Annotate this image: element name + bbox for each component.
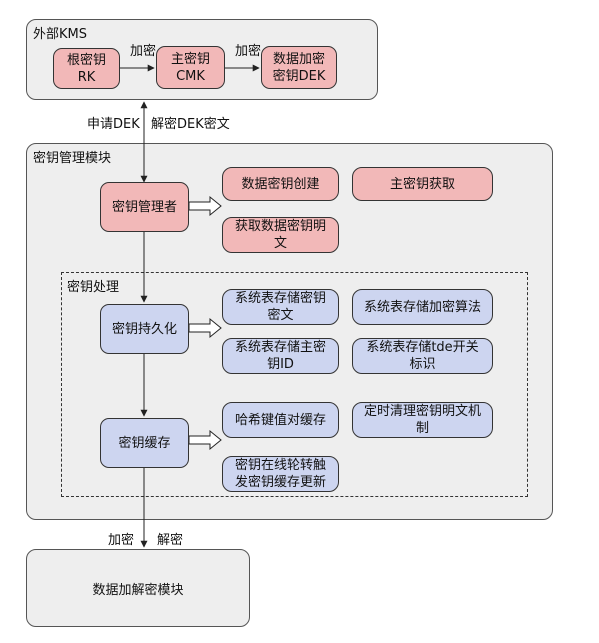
hash-kv-cache-node: 哈希键值对缓存 — [222, 402, 339, 438]
external-kms-title: 外部KMS — [33, 27, 87, 42]
data-crypto-title: 数据加解密模块 — [92, 582, 184, 598]
get-master-key-node: 主密钥获取 — [352, 167, 493, 201]
store-tde-switch-node: 系统表存储tde开关 标识 — [352, 338, 493, 374]
store-master-key-id-node: 系统表存储主密 钥ID — [222, 338, 339, 374]
encrypt-bottom-label: 加密 — [108, 533, 135, 548]
persist-hollow-arrow — [188, 317, 222, 339]
encrypt-label-1: 加密 — [130, 44, 157, 59]
store-encryption-algorithm-node: 系统表存储加密算法 — [352, 289, 493, 325]
create-data-key-node: 数据密钥创建 — [222, 167, 339, 201]
key-cache-node: 密钥缓存 — [100, 418, 189, 468]
get-data-key-plaintext-node: 获取数据密钥明 文 — [222, 217, 339, 253]
manager-hollow-arrow — [188, 195, 222, 217]
decrypt-dek-label: 解密DEK密文 — [151, 117, 230, 132]
data-crypto-panel: 数据加解密模块 — [26, 549, 250, 627]
key-management-title: 密钥管理模块 — [33, 151, 112, 166]
root-key-node: 根密钥RK — [53, 48, 120, 89]
key-processing-title: 密钥处理 — [67, 280, 120, 295]
cache-hollow-arrow — [188, 429, 222, 451]
decrypt-bottom-label: 解密 — [157, 533, 184, 548]
data-key-node: 数据加密 密钥DEK — [261, 46, 337, 89]
encrypt-label-2: 加密 — [235, 44, 262, 59]
rotation-cache-update-node: 密钥在线轮转触 发密钥缓存更新 — [222, 456, 339, 492]
key-persistence-node: 密钥持久化 — [100, 304, 189, 354]
key-manager-node: 密钥管理者 — [100, 182, 189, 232]
clear-plaintext-node: 定时清理密钥明文机 制 — [352, 402, 493, 438]
store-key-ciphertext-node: 系统表存储密钥 密文 — [222, 289, 339, 325]
key-processing-group — [61, 272, 528, 497]
master-key-node: 主密钥 CMK — [156, 46, 225, 89]
request-dek-label: 申请DEK — [87, 117, 140, 132]
